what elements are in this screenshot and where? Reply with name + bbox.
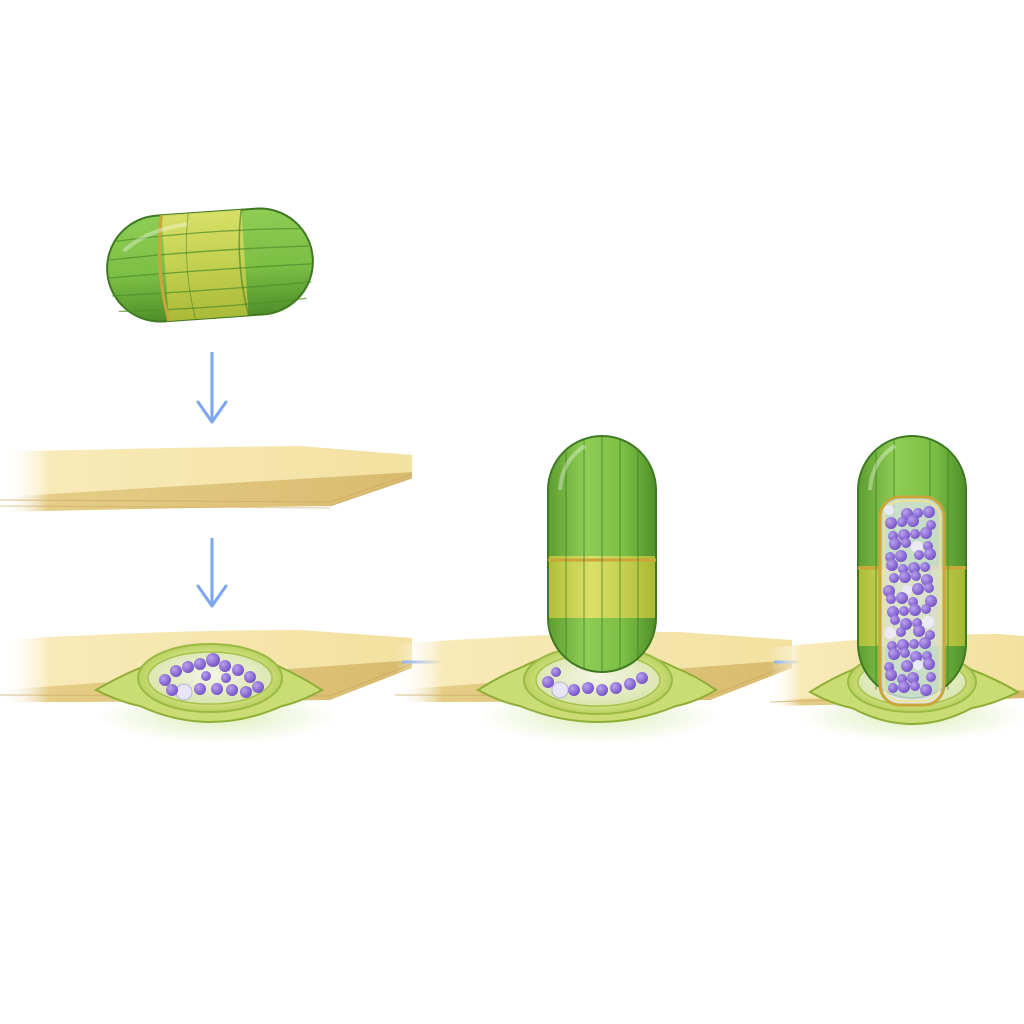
- particle: [920, 527, 932, 539]
- particle: [914, 550, 924, 560]
- particle: [895, 550, 907, 562]
- particle: [899, 606, 909, 616]
- particle: [919, 637, 931, 649]
- particle: [911, 571, 921, 581]
- pore-1: [93, 643, 324, 723]
- particle: [889, 538, 901, 550]
- particle: [924, 548, 936, 560]
- arrow-down-2: [196, 538, 228, 608]
- particle: [885, 669, 897, 681]
- particle: [896, 592, 908, 604]
- particle: [925, 630, 935, 640]
- particle: [907, 672, 919, 684]
- capsule-floating: [106, 207, 314, 323]
- particle: [909, 639, 919, 649]
- particle: [886, 559, 898, 571]
- particle: [913, 508, 923, 518]
- particle: [923, 506, 935, 518]
- particle: [898, 681, 910, 693]
- pore-2: [476, 645, 718, 723]
- particle-column: [883, 505, 937, 696]
- particle: [888, 683, 898, 693]
- particle: [910, 529, 920, 539]
- capsule-docked: [547, 435, 657, 673]
- particle: [897, 639, 909, 651]
- particle: [900, 618, 912, 630]
- particle: [924, 583, 934, 593]
- particle: [902, 585, 912, 595]
- particle: [901, 660, 913, 672]
- membrane-sheet: [0, 446, 413, 512]
- particle: [897, 517, 907, 527]
- particle: [896, 627, 906, 637]
- particle: [883, 585, 895, 597]
- particle: [900, 648, 910, 658]
- particle: [920, 562, 930, 572]
- particle: [926, 672, 936, 682]
- particle: [888, 648, 900, 660]
- capsule-loaded: [857, 435, 967, 707]
- particle: [921, 604, 931, 614]
- particle: [887, 606, 899, 618]
- particle: [921, 574, 933, 586]
- particle: [912, 583, 924, 595]
- particle: [884, 505, 894, 515]
- particle: [911, 541, 923, 553]
- particle: [913, 660, 923, 670]
- particle: [910, 681, 920, 691]
- particle: [926, 520, 936, 530]
- particle: [889, 573, 899, 583]
- particle: [898, 529, 910, 541]
- particle: [885, 517, 897, 529]
- particle: [913, 625, 925, 637]
- particle: [920, 684, 932, 696]
- particle: [922, 616, 934, 628]
- particle: [884, 627, 896, 639]
- particle: [901, 538, 911, 548]
- particle-cluster-1: [159, 653, 264, 701]
- particle: [909, 604, 921, 616]
- particle: [910, 651, 922, 663]
- arrow-down-1: [196, 352, 228, 424]
- particle-cluster-2: [542, 667, 648, 699]
- particle: [908, 562, 920, 574]
- particle: [890, 615, 900, 625]
- particle: [923, 658, 935, 670]
- particle: [886, 594, 896, 604]
- particle: [925, 595, 937, 607]
- particle: [907, 515, 919, 527]
- particle: [899, 571, 911, 583]
